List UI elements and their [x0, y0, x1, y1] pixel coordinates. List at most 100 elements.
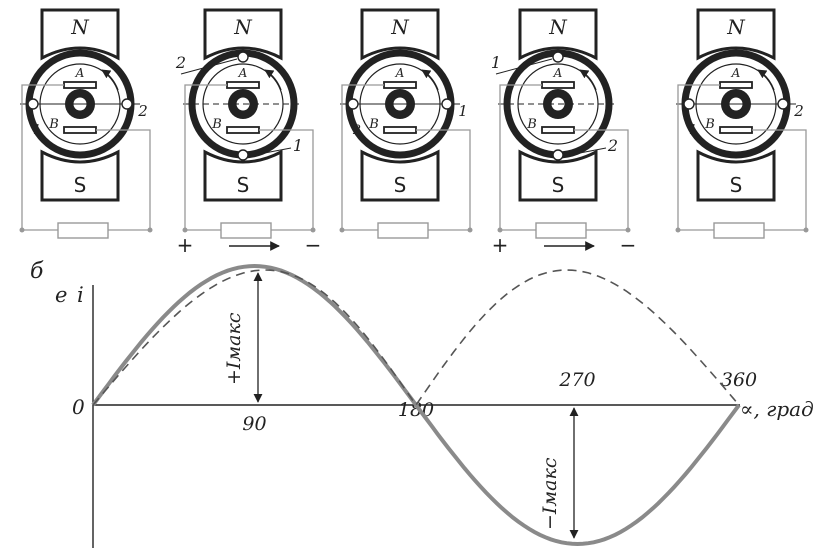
conductor-bottom: [552, 149, 564, 161]
load-resistor: [713, 222, 765, 239]
brush-a: [541, 81, 575, 89]
conductor-right-label: 2: [793, 102, 804, 120]
terminal-right: [803, 227, 809, 233]
conductor-top: [552, 51, 564, 63]
brush-a: [226, 81, 260, 89]
conductor-bottom: [237, 149, 249, 161]
north-pole-label: N: [548, 15, 568, 39]
conductor-bottom-label: 1: [293, 136, 303, 155]
brush-a-label: A: [75, 66, 85, 80]
terminal-right: [625, 227, 631, 233]
emf-curve: [92, 269, 740, 407]
rotation-arrow: [421, 69, 439, 91]
conductor-left-label: 1: [689, 123, 697, 138]
load-resistor: [535, 222, 587, 239]
terminal-left: [19, 227, 25, 233]
conductor-right: [441, 98, 453, 110]
brush-b-label: B: [526, 117, 537, 132]
tick-label-90: 90: [242, 413, 266, 435]
rotation-arrow: [579, 69, 597, 91]
south-pole: [40, 149, 120, 202]
imax-pos-label: +Iмакс: [223, 312, 245, 385]
conductor-right: [121, 98, 133, 110]
south-pole: [360, 149, 440, 202]
polarity-plus: +: [177, 233, 194, 257]
terminal-left: [182, 227, 188, 233]
brush-b-label: B: [48, 117, 59, 132]
south-pole: [696, 149, 776, 202]
leader-bottom: [248, 147, 292, 157]
wire-right: [752, 129, 807, 230]
terminal-right: [147, 227, 153, 233]
x-axis-label: ∝, град: [740, 397, 814, 421]
wire-right: [96, 129, 151, 230]
panel-label: б: [30, 259, 44, 284]
conductor-bottom-label: 2: [607, 136, 618, 155]
terminal-right: [467, 227, 473, 233]
tick-label-360: 360: [721, 369, 757, 391]
north-pole-label: N: [726, 15, 746, 39]
south-pole: [203, 149, 283, 202]
south-pole-label: S: [394, 173, 407, 197]
wire-right: [416, 129, 471, 230]
brush-b: [383, 126, 417, 134]
conductor-top-label: 2: [175, 53, 186, 72]
rotation-arrow: [264, 69, 282, 91]
brush-a: [383, 81, 417, 89]
leader-top: [180, 58, 238, 75]
load-resistor: [220, 222, 272, 239]
wire-left: [21, 84, 64, 230]
leader-bottom: [563, 147, 607, 157]
conductor-top: [237, 51, 249, 63]
conductor-right-label: 2: [137, 102, 148, 120]
rotation-arrow: [757, 69, 775, 91]
conductor-left-label: 1: [33, 123, 41, 138]
north-pole: [203, 8, 283, 61]
brush-a-label: A: [553, 66, 563, 80]
north-pole: [40, 8, 120, 61]
polarity-minus: −: [305, 233, 322, 257]
south-pole-label: S: [552, 173, 565, 197]
brush-b: [719, 126, 753, 134]
terminal-left: [339, 227, 345, 233]
north-pole-label: N: [70, 15, 90, 39]
wire-right: [259, 129, 314, 230]
brush-b: [226, 126, 260, 134]
polarity-minus: −: [620, 233, 637, 257]
terminal-left: [675, 227, 681, 233]
wire-left: [677, 84, 720, 230]
current-curve: [91, 263, 741, 547]
leader-top: [495, 58, 553, 75]
wire-right: [574, 129, 629, 230]
wire-left: [341, 84, 384, 230]
y-axis-i-label: i: [77, 283, 84, 307]
brush-a-label: A: [395, 66, 405, 80]
tick-label-270: 270: [558, 369, 595, 391]
brush-b-label: B: [704, 117, 715, 132]
south-pole: [518, 149, 598, 202]
brush-b: [541, 126, 575, 134]
rotation-arrow: [101, 69, 119, 91]
conductor-left: [347, 98, 359, 110]
brush-b-label: B: [211, 117, 222, 132]
wire-left: [184, 84, 227, 230]
north-pole: [518, 8, 598, 61]
load-resistor: [57, 222, 109, 239]
origin-label: 0: [72, 395, 85, 419]
north-pole: [360, 8, 440, 61]
conductor-left-label: 2: [352, 123, 361, 138]
brush-a: [63, 81, 97, 89]
north-pole-label: N: [233, 15, 253, 39]
brush-b: [63, 126, 97, 134]
y-axis-e-label: e: [55, 283, 67, 307]
brush-a-label: A: [731, 66, 741, 80]
conductor-right-label: 1: [458, 102, 468, 120]
